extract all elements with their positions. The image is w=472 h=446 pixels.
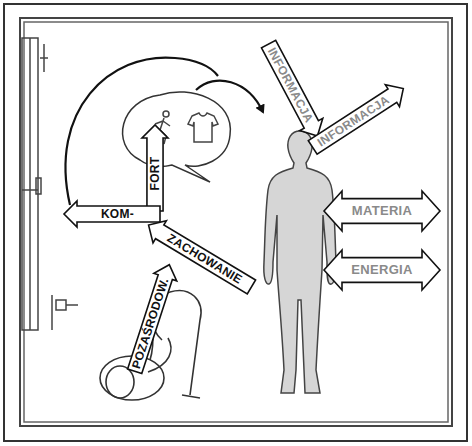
matter-arrow: MATERIA	[324, 191, 440, 231]
arrow-label: FORT	[142, 138, 168, 209]
thought-bubble	[123, 92, 231, 182]
feedback-arrow	[196, 81, 263, 112]
shirt-icon	[188, 113, 218, 142]
feedback-arc	[65, 58, 218, 205]
arrow-shape	[324, 191, 440, 231]
radiator	[52, 295, 78, 330]
human-figure	[264, 131, 336, 393]
comfort-arrow: KOM-	[64, 201, 160, 227]
energy-arrow: ENERGIA	[324, 250, 440, 290]
arrow-shape	[123, 261, 180, 375]
arrow-shape	[64, 201, 160, 227]
arrow-label: MATERIA	[342, 191, 422, 231]
arrow-label: ENERGIA	[342, 250, 422, 290]
arrow-shape	[324, 250, 440, 290]
window	[22, 38, 48, 330]
room-wall	[20, 18, 452, 426]
arrow-shape	[142, 125, 168, 211]
room-wall-inner	[24, 22, 448, 422]
arrow-shape	[257, 38, 329, 142]
arrow-label: KOM-	[77, 201, 158, 227]
comfort-arrow: FORT	[142, 125, 168, 211]
outer-frame	[4, 4, 467, 441]
arrow-shape	[306, 78, 411, 159]
